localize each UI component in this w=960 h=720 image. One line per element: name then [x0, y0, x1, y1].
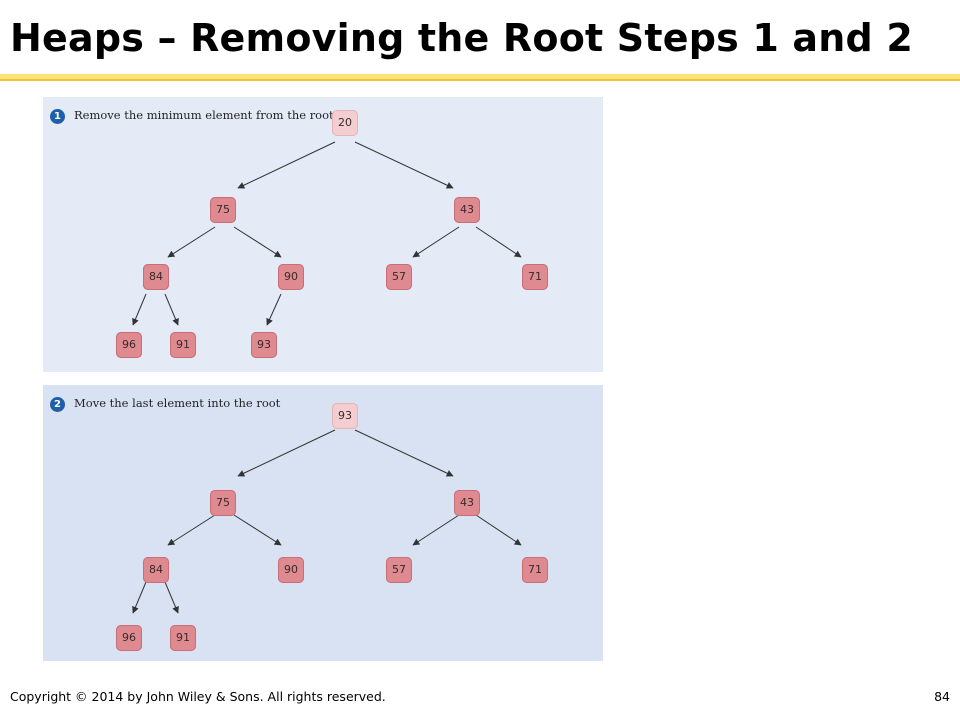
node-lrl: 93	[251, 332, 277, 358]
step-1-panel: 1 Remove the minimum element from the ro…	[43, 97, 603, 372]
node-l: 75	[210, 490, 236, 516]
node-lr: 90	[278, 557, 304, 583]
edge-root-l	[237, 429, 336, 477]
step-2-panel: 2 Move the last element into the root 93…	[43, 385, 603, 661]
step-2-badge: 2	[50, 397, 65, 412]
title-underline-shadow	[0, 79, 960, 81]
edge-r-rr	[475, 226, 522, 258]
step-2-caption: Move the last element into the root	[74, 396, 281, 410]
title-underline	[0, 74, 960, 79]
edge-ll-llr	[164, 293, 179, 326]
edge-ll-llr	[164, 581, 179, 614]
edge-l-ll	[167, 514, 216, 546]
node-rl: 57	[386, 264, 412, 290]
step-2-tree-edges	[132, 429, 522, 614]
node-r: 43	[454, 197, 480, 223]
edge-r-rl	[412, 226, 460, 258]
node-l: 75	[210, 197, 236, 223]
node-r: 43	[454, 490, 480, 516]
node-ll: 84	[143, 264, 169, 290]
node-rr: 71	[522, 264, 548, 290]
node-root: 93	[332, 403, 358, 429]
node-lll: 96	[116, 332, 142, 358]
step-1-tree-edges	[132, 141, 522, 326]
edge-root-r	[354, 141, 454, 189]
node-lll: 96	[116, 625, 142, 651]
node-llr: 91	[170, 625, 196, 651]
node-rl: 57	[386, 557, 412, 583]
node-rr: 71	[522, 557, 548, 583]
edge-r-rl	[412, 514, 460, 546]
edge-root-l	[237, 141, 336, 189]
node-root: 20	[332, 110, 358, 136]
footer-copyright: Copyright © 2014 by John Wiley & Sons. A…	[10, 689, 386, 704]
slide-title: Heaps – Removing the Root Steps 1 and 2	[10, 16, 913, 60]
edge-r-rr	[475, 514, 522, 546]
edge-ll-lll	[132, 293, 147, 326]
edge-lr-lrl	[266, 293, 282, 326]
edge-ll-lll	[132, 581, 147, 614]
edge-l-lr	[233, 514, 282, 546]
edge-root-r	[354, 429, 454, 477]
node-ll: 84	[143, 557, 169, 583]
node-lr: 90	[278, 264, 304, 290]
page-number: 84	[934, 689, 950, 704]
step-1-badge: 1	[50, 109, 65, 124]
step-1-caption: Remove the minimum element from the root	[74, 108, 334, 122]
node-llr: 91	[170, 332, 196, 358]
edge-l-ll	[167, 226, 216, 258]
edge-l-lr	[233, 226, 282, 258]
